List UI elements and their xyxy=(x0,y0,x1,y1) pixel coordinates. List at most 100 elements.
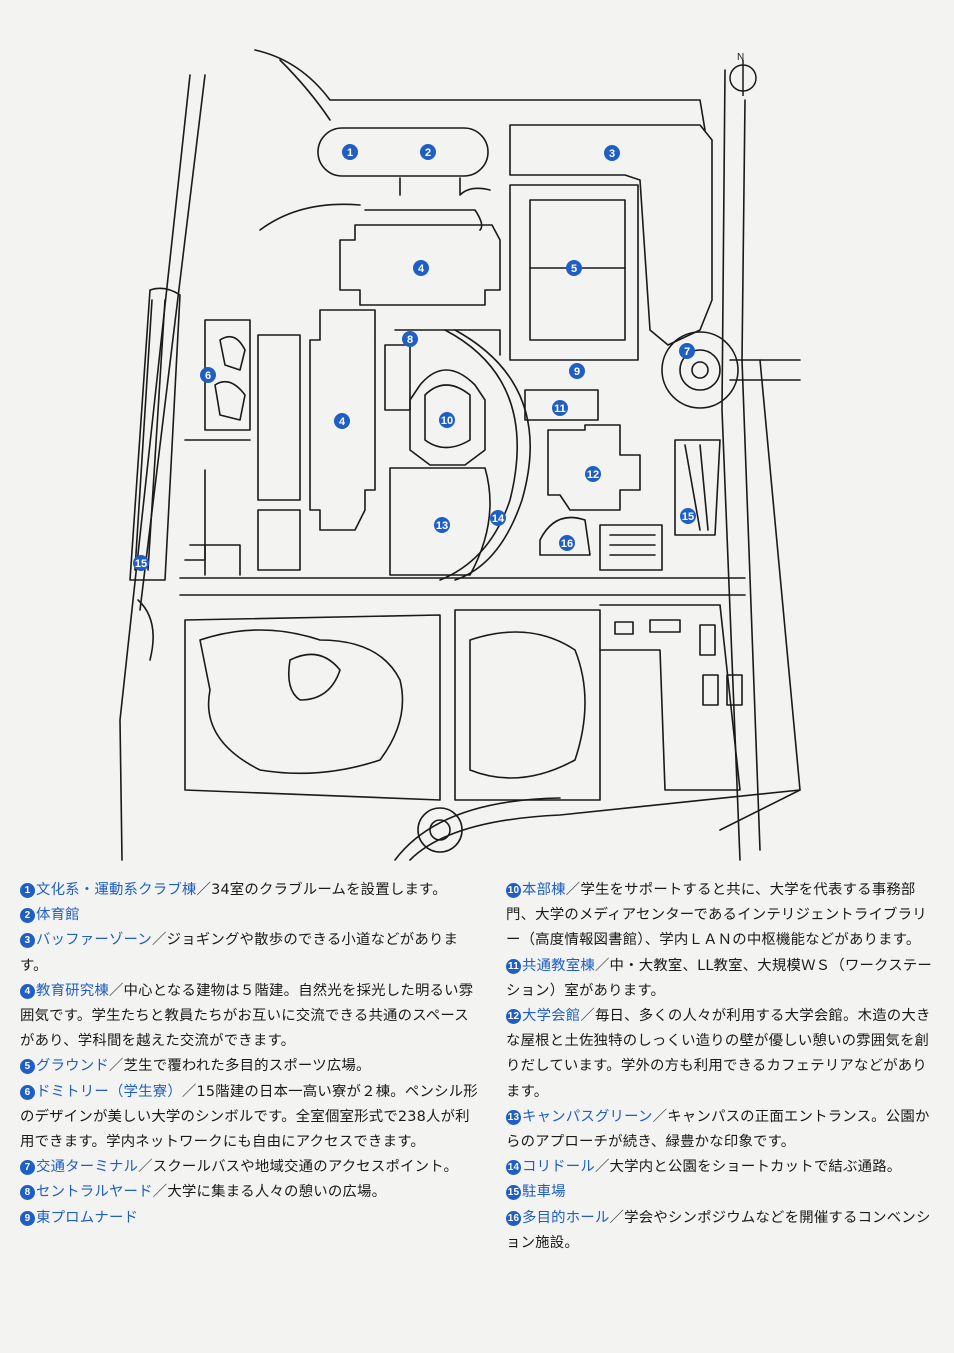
club-building xyxy=(317,127,489,177)
multipurpose-hall xyxy=(539,516,591,556)
facility-name: 大学会館 xyxy=(522,1008,581,1025)
west-parking xyxy=(129,287,181,581)
marker[interactable]: 9 xyxy=(569,363,585,379)
marker[interactable]: 11 xyxy=(552,400,568,416)
facility-name: 文化系・運動系クラブ棟 xyxy=(36,882,197,898)
marker[interactable]: 4 xyxy=(334,413,350,429)
svg-text:6: 6 xyxy=(205,370,211,382)
number-badge: 8 xyxy=(20,1185,35,1201)
east-road xyxy=(721,69,741,861)
svg-text:15: 15 xyxy=(682,511,694,523)
marker[interactable]: 2 xyxy=(420,144,436,160)
transit-terminal xyxy=(661,331,739,409)
marker[interactable]: 4 xyxy=(413,260,429,276)
education-building-north xyxy=(339,224,501,306)
bus-road xyxy=(729,359,801,381)
svg-text:9: 9 xyxy=(574,366,580,378)
campus-green xyxy=(389,467,491,576)
number-badge: 2 xyxy=(20,908,35,924)
svg-text:13: 13 xyxy=(436,520,448,532)
facility-name: 共通教室棟 xyxy=(522,957,595,974)
svg-text:15: 15 xyxy=(135,558,147,570)
facility-description: ／15階建の日本一高い寮が２棟。ペンシル形のデザインが美しい大学のシンボルです。… xyxy=(20,1083,478,1151)
number-badge: 12 xyxy=(506,1009,521,1025)
marker[interactable]: 13 xyxy=(434,517,450,533)
number-badge: 3 xyxy=(20,933,35,949)
facility-description: ／学会やシンポジウムなどを開催するコンベンション施設。 xyxy=(506,1209,931,1251)
facility-name: ドミトリー（学生寮） xyxy=(36,1083,182,1100)
headquarters xyxy=(409,369,486,466)
number-badge: 5 xyxy=(20,1059,35,1075)
svg-text:7: 7 xyxy=(684,346,690,358)
marker[interactable]: 8 xyxy=(402,331,418,347)
facility-name: 交通ターミナル xyxy=(36,1159,139,1176)
marker[interactable]: 14 xyxy=(490,510,506,526)
facility-description: ／スクールバスや地域交通のアクセスポイント。 xyxy=(138,1159,459,1176)
svg-text:11: 11 xyxy=(554,403,566,415)
marker[interactable]: 6 xyxy=(200,367,216,383)
marker[interactable]: 12 xyxy=(585,466,601,482)
marker[interactable]: 10 xyxy=(439,412,455,428)
north-road xyxy=(254,49,706,131)
park-path xyxy=(184,614,441,801)
facility-name: バッファーゾーン xyxy=(36,932,153,949)
marker[interactable]: 7 xyxy=(679,343,695,359)
south-roundabout xyxy=(417,807,463,853)
facility-description: ／大学に集まる人々の憩いの広場。 xyxy=(152,1184,387,1201)
facility-description: ／34室のクラブルームを設置します。 xyxy=(196,882,447,898)
compass-rose: N xyxy=(729,52,757,96)
svg-text:4: 4 xyxy=(418,263,425,275)
compass-north-label: N xyxy=(737,52,744,63)
number-badge: 13 xyxy=(506,1109,521,1125)
svg-text:12: 12 xyxy=(587,469,599,481)
marker[interactable]: 5 xyxy=(566,260,582,276)
central-yard xyxy=(394,329,501,356)
number-badge: 14 xyxy=(506,1160,521,1176)
facility-name: セントラルヤード xyxy=(36,1184,153,1201)
facility-name: キャンパスグリーン xyxy=(522,1108,653,1125)
number-badge: 7 xyxy=(20,1160,35,1176)
ground xyxy=(509,184,639,361)
svg-text:1: 1 xyxy=(347,147,353,159)
corridor-arc xyxy=(439,329,518,581)
number-badge: 4 xyxy=(20,983,35,999)
facility-name: コリドール xyxy=(522,1159,595,1176)
number-badge: 11 xyxy=(506,958,521,974)
facility-name: グラウンド xyxy=(36,1058,109,1075)
svg-text:5: 5 xyxy=(571,263,577,275)
marker[interactable]: 16 xyxy=(559,535,575,551)
facility-name: 多目的ホール xyxy=(522,1209,610,1226)
marker[interactable]: 1 xyxy=(342,144,358,160)
north-road-inner xyxy=(279,59,331,121)
dormitory xyxy=(204,319,251,431)
number-badge: 10 xyxy=(506,883,521,898)
outer-road-west xyxy=(119,74,191,861)
facility-name: 教育研究棟 xyxy=(36,982,109,999)
facility-description: ／中・大教室、LL教室、大規模ＷＳ（ワークステーション）室があります。 xyxy=(506,957,932,999)
marker[interactable]: 15 xyxy=(680,508,696,524)
facility-description: ／中心となる建物は５階建。自然光を採光した明るい雰囲気です。学生たちと教員たちが… xyxy=(20,982,474,1050)
svg-text:8: 8 xyxy=(407,334,413,346)
svg-text:10: 10 xyxy=(441,415,453,427)
facility-name: 本部棟 xyxy=(522,882,566,898)
marker[interactable]: 15 xyxy=(133,555,149,571)
buffer-zone xyxy=(509,124,713,346)
east-road-inner xyxy=(741,99,761,851)
number-badge: 6 xyxy=(20,1084,35,1100)
marker[interactable]: 3 xyxy=(604,145,620,161)
